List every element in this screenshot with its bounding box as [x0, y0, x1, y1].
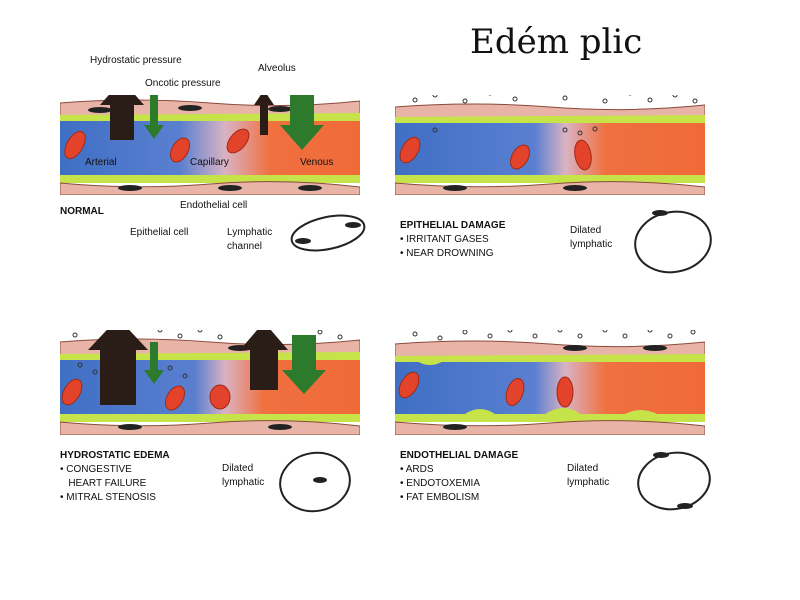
label-alveolus: Alveolus	[258, 63, 296, 74]
label-lymphatic: Lymphatic	[227, 227, 273, 238]
lymphatic-channel	[290, 214, 366, 252]
red-blood-cell	[64, 130, 86, 160]
caption-hydrostatic-edema: HYDROSTATIC EDEMA • CONGESTIVE HEART FAI…	[60, 449, 170, 505]
red-blood-cell	[505, 378, 525, 406]
cause-item: • MITRAL STENOSIS	[60, 492, 156, 503]
label-venous: Venous	[300, 157, 334, 168]
label-dilated: Dilated	[570, 225, 602, 236]
caption-epithelial-damage: EPITHELIAL DAMAGE • IRRITANT GASES • NEA…	[400, 219, 505, 261]
label-lymphatic: lymphatic	[567, 477, 610, 488]
caption-head: HYDROSTATIC EDEMA	[60, 450, 170, 461]
dilated-lymphatic	[637, 451, 711, 511]
dilated-lymphatic	[279, 451, 351, 513]
label-endothelial-cell: Endothelial cell	[180, 200, 248, 211]
red-blood-cell	[510, 144, 530, 170]
label-lymphatic: lymphatic	[570, 239, 613, 250]
label-dilated: Dilated	[222, 463, 254, 474]
alveolus-arrow-up	[240, 330, 288, 390]
venous-arrow-down	[282, 335, 326, 394]
caption-head: ENDOTHELIAL DAMAGE	[400, 450, 519, 461]
red-blood-cell	[399, 136, 421, 164]
red-blood-cell	[61, 378, 83, 406]
capillary-endothelial-illustration	[395, 330, 705, 435]
cause-item: • FAT EMBOLISM	[400, 492, 480, 503]
cause-item: • NEAR DROWNING	[400, 248, 494, 259]
label-capillary: Capillary	[190, 157, 229, 168]
venous-arrow-down	[280, 95, 324, 150]
hydrostatic-arrow-up	[88, 330, 148, 405]
label-channel: channel	[227, 241, 263, 252]
label-oncotic: Oncotic pressure	[145, 78, 221, 89]
red-blood-cell	[556, 376, 574, 408]
cause-item: • CONGESTIVE	[60, 464, 132, 475]
dilated-lymphatic	[634, 210, 712, 274]
label-arterial: Arterial	[85, 157, 117, 168]
label-lymphatic: lymphatic	[222, 477, 265, 488]
page-title: Edém plic	[470, 22, 643, 62]
cause-item: • ARDS	[400, 464, 434, 475]
caption-endothelial-damage: ENDOTHELIAL DAMAGE • ARDS • ENDOTOXEMIA …	[400, 449, 518, 505]
panel-epithelial-damage: EPITHELIAL DAMAGE • IRRITANT GASES • NEA…	[395, 95, 712, 274]
label-epithelial-cell: Epithelial cell	[130, 227, 189, 238]
cause-item: • ENDOTOXEMIA	[400, 478, 480, 489]
red-blood-cell	[398, 371, 420, 399]
red-blood-cell	[165, 385, 185, 411]
capillary-epithelial-illustration	[395, 95, 705, 195]
label-hydrostatic: Hydrostatic pressure	[90, 55, 182, 66]
capillary-hydrostatic-illustration	[60, 330, 360, 435]
cause-item: • IRRITANT GASES	[400, 234, 489, 245]
panel-endothelial-damage: ENDOTHELIAL DAMAGE • ARDS • ENDOTOXEMIA …	[395, 330, 711, 511]
oncotic-arrow-down	[144, 342, 164, 384]
label-dilated: Dilated	[567, 463, 599, 474]
oncotic-arrow-down	[144, 95, 164, 139]
caption-head: EPITHELIAL DAMAGE	[400, 220, 506, 231]
panel-normal: Hydrostatic pressure Oncotic pressure Al…	[60, 55, 366, 252]
red-blood-cell	[170, 137, 190, 163]
panel-hydrostatic-edema: HYDROSTATIC EDEMA • CONGESTIVE HEART FAI…	[60, 330, 360, 513]
hydrostatic-arrow-up	[100, 95, 144, 140]
caption-normal: NORMAL	[60, 205, 104, 219]
caption-head: NORMAL	[60, 206, 104, 217]
red-blood-cell	[574, 139, 592, 171]
cause-item: HEART FAILURE	[60, 478, 147, 489]
capillary-normal-illustration	[60, 95, 360, 195]
red-blood-cell	[209, 384, 231, 410]
alveolus-arrow-up	[254, 95, 274, 135]
red-blood-cell	[226, 128, 250, 154]
